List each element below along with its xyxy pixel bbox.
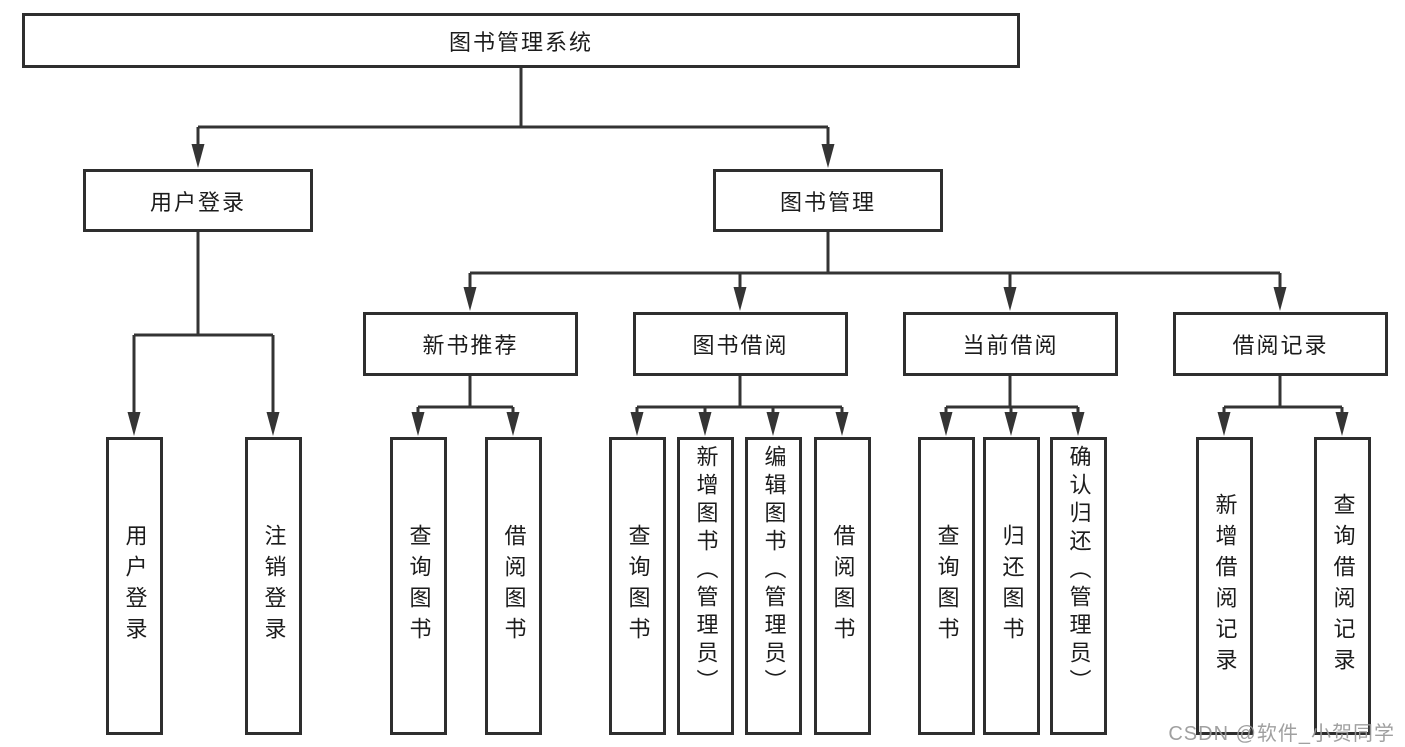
leaf-return-books: 归还图书 [983,437,1040,735]
node-current-borrowing: 当前借阅 [903,312,1118,376]
node-label: 用户登录 [149,189,246,215]
leaf-label: 借阅图书 [501,524,527,648]
leaf-label: 查询图书 [934,524,960,648]
leaf-label: 查询图书 [625,524,651,648]
node-new-book-recommend: 新书推荐 [363,312,578,376]
leaf-label: 确认归还（管理员） [1066,445,1092,697]
leaf-label: 查询借阅记录 [1330,493,1356,679]
node-label: 新书推荐 [422,333,519,358]
leaf-query-books-2: 查询图书 [609,437,666,735]
node-label: 图书管理 [779,189,876,215]
leaf-label: 注销登录 [261,524,287,648]
node-label: 图书借阅 [692,333,789,358]
leaf-label: 编辑图书（管理员） [761,445,787,697]
leaf-edit-books-admin: 编辑图书（管理员） [745,437,802,735]
leaf-confirm-return-admin: 确认归还（管理员） [1050,437,1107,735]
csdn-watermark: CSDN @软件_小贺同学 [1168,723,1395,745]
node-root-system: 图书管理系统 [22,13,1020,68]
leaf-query-books-3: 查询图书 [918,437,975,735]
leaf-label: 查询图书 [406,524,432,648]
node-borrowing-records: 借阅记录 [1173,312,1388,376]
leaf-user-login: 用户登录 [106,437,163,735]
leaf-add-borrow-record: 新增借阅记录 [1196,437,1253,735]
leaf-label: 借阅图书 [830,524,856,648]
leaf-query-borrow-record: 查询借阅记录 [1314,437,1371,735]
arrowheads [127,144,1349,436]
node-root-label: 图书管理系统 [448,29,593,55]
leaf-borrow-books-2: 借阅图书 [814,437,871,735]
node-label: 借阅记录 [1232,333,1329,358]
leaf-label: 用户登录 [122,524,148,648]
leaf-label: 新增借阅记录 [1212,493,1238,679]
node-book-borrowing: 图书借阅 [633,312,848,376]
node-label: 当前借阅 [962,333,1059,358]
leaf-label: 归还图书 [999,524,1025,648]
leaf-borrow-books-1: 借阅图书 [485,437,542,735]
node-user-login-module: 用户登录 [83,169,313,232]
leaf-logout: 注销登录 [245,437,302,735]
leaf-query-books-1: 查询图书 [390,437,447,735]
node-book-management-module: 图书管理 [713,169,943,232]
leaf-add-books-admin: 新增图书（管理员） [677,437,734,735]
tree-edges [132,68,1344,414]
leaf-label: 新增图书（管理员） [693,445,719,697]
